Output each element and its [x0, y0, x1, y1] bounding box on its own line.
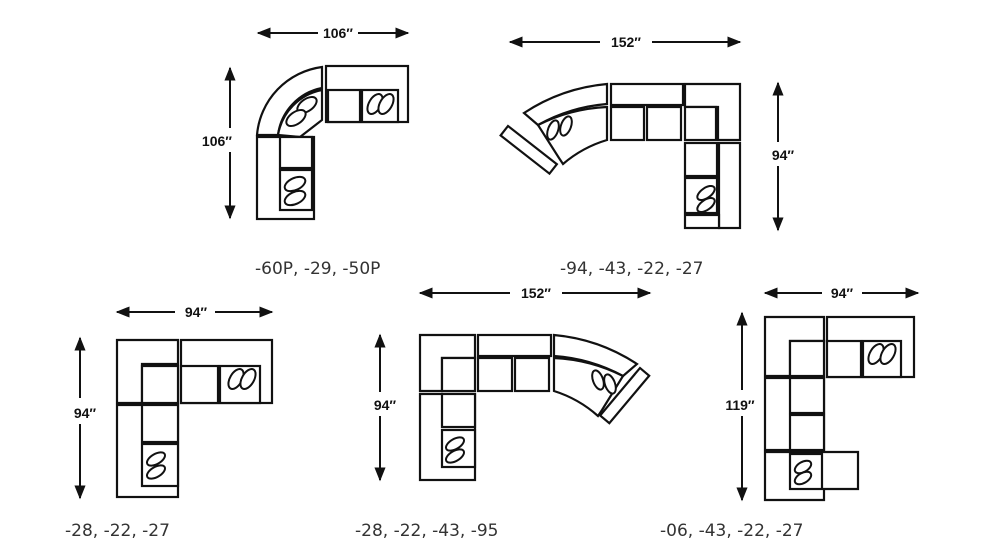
config-code: -60P, -29, -50P — [255, 259, 380, 279]
width-dimension: 94″ — [763, 285, 920, 301]
svg-text:94″: 94″ — [831, 285, 854, 301]
config-code: -06, -43, -22, -27 — [660, 521, 804, 541]
depth-dimension: 94″ — [374, 333, 397, 482]
depth-dimension: 106″ — [202, 66, 236, 220]
width-dimension: 152″ — [508, 34, 742, 50]
svg-text:94″: 94″ — [74, 405, 97, 421]
svg-text:94″: 94″ — [772, 147, 795, 163]
depth-dimension: 119″ — [725, 311, 755, 502]
svg-text:152″: 152″ — [611, 34, 641, 50]
sofa-shape — [763, 315, 916, 502]
depth-dimension: 94″ — [74, 336, 97, 500]
config-5: 94″ 119″ -06, -43, -22, -27 — [660, 285, 920, 541]
svg-text:94″: 94″ — [374, 397, 397, 413]
svg-text:106″: 106″ — [202, 133, 232, 149]
sofa-shape — [499, 82, 742, 230]
config-code: -94, -43, -22, -27 — [560, 259, 704, 279]
config-4: 152″ 94″ -28, -22, -43, -95 — [355, 285, 652, 541]
config-2: 152″ 94″ -94, -43, -22, -27 — [499, 34, 795, 279]
width-dimension: 106″ — [256, 25, 410, 41]
sofa-shape — [255, 64, 410, 221]
config-code: -28, -22, -43, -95 — [355, 521, 499, 541]
svg-text:94″: 94″ — [185, 304, 208, 320]
config-3: 94″ 94″ -28, -22, -27 — [65, 304, 274, 541]
config-code: -28, -22, -27 — [65, 521, 170, 541]
sofa-shape — [115, 338, 274, 499]
width-dimension: 94″ — [115, 304, 274, 320]
svg-text:106″: 106″ — [323, 25, 353, 41]
svg-text:119″: 119″ — [725, 397, 755, 413]
config-1: 106″ 106″ -60P, -29, -50P — [202, 25, 410, 279]
width-dimension: 152″ — [418, 285, 652, 301]
svg-text:152″: 152″ — [521, 285, 551, 301]
depth-dimension: 94″ — [772, 81, 795, 232]
sofa-shape — [418, 333, 651, 482]
